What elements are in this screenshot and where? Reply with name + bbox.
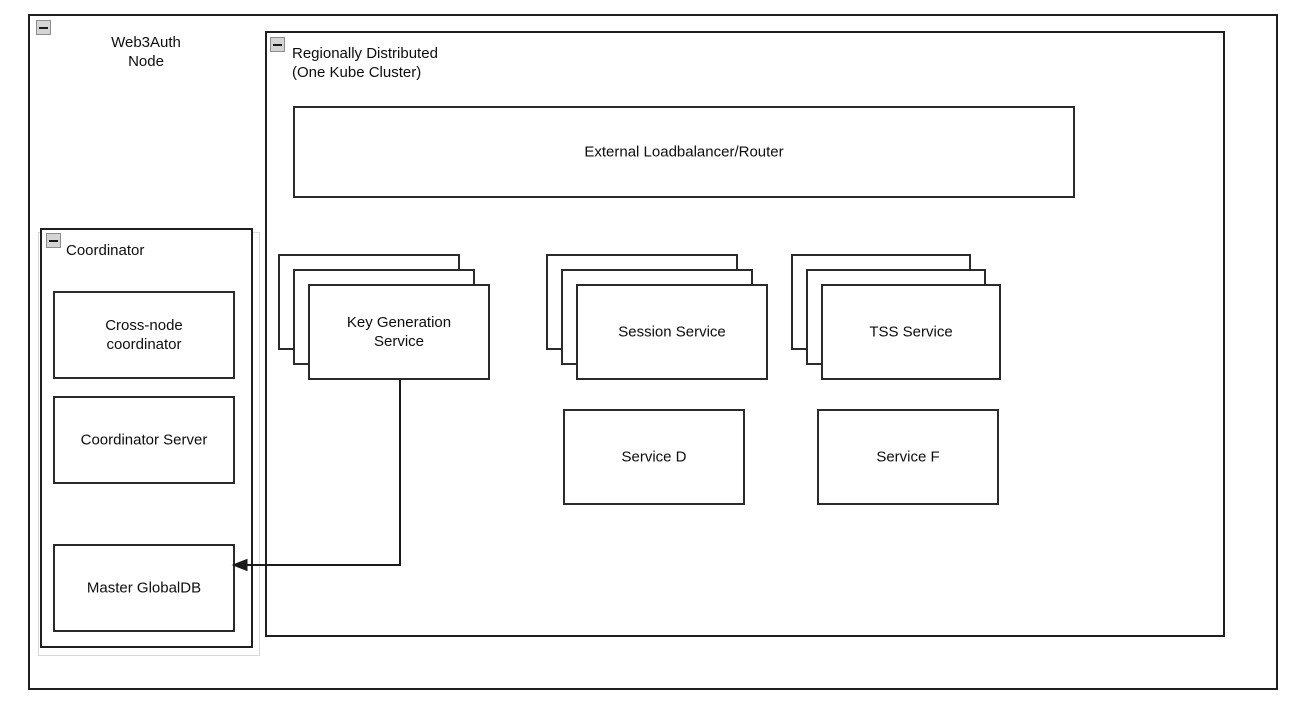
node-label-service-f: Service F	[876, 448, 940, 466]
node-label-session-service: Session Service	[618, 323, 726, 341]
container-title-web3auth-node: Web3Auth Node	[111, 34, 181, 70]
container-title-kube-cluster: Regionally Distributed (One Kube Cluster…	[292, 45, 438, 81]
collapse-icon-coordinator[interactable]	[46, 233, 61, 248]
node-service-d[interactable]: Service D	[563, 409, 745, 505]
node-label-master-globaldb: Master GlobalDB	[86, 579, 202, 597]
node-coordinator-server[interactable]: Coordinator Server	[53, 396, 235, 484]
node-cross-node-coordinator[interactable]: Cross-node coordinator	[53, 291, 235, 379]
node-service-f[interactable]: Service F	[817, 409, 999, 505]
node-label-coordinator-server: Coordinator Server	[80, 431, 208, 449]
stack-tss-service[interactable]: TSS Service	[791, 254, 1001, 380]
stack-layer-front[interactable]: Session Service	[576, 284, 768, 380]
stack-layer-front[interactable]: TSS Service	[821, 284, 1001, 380]
collapse-icon-kube-cluster[interactable]	[270, 37, 285, 52]
stack-layer-front[interactable]: Key Generation Service	[308, 284, 490, 380]
collapse-icon-web3auth-node[interactable]	[36, 20, 51, 35]
stack-session-service[interactable]: Session Service	[546, 254, 768, 380]
node-master-globaldb[interactable]: Master GlobalDB	[53, 544, 235, 632]
node-label-external-loadbalancer-router: External Loadbalancer/Router	[584, 143, 784, 161]
node-external-loadbalancer-router[interactable]: External Loadbalancer/Router	[293, 106, 1075, 198]
node-label-tss-service: TSS Service	[869, 323, 953, 341]
stack-key-generation-service[interactable]: Key Generation Service	[278, 254, 490, 380]
node-label-key-generation-service: Key Generation Service	[346, 314, 452, 350]
container-title-coordinator: Coordinator	[66, 242, 145, 259]
node-label-service-d: Service D	[621, 448, 687, 466]
node-label-cross-node-coordinator: Cross-node coordinator	[105, 317, 183, 353]
